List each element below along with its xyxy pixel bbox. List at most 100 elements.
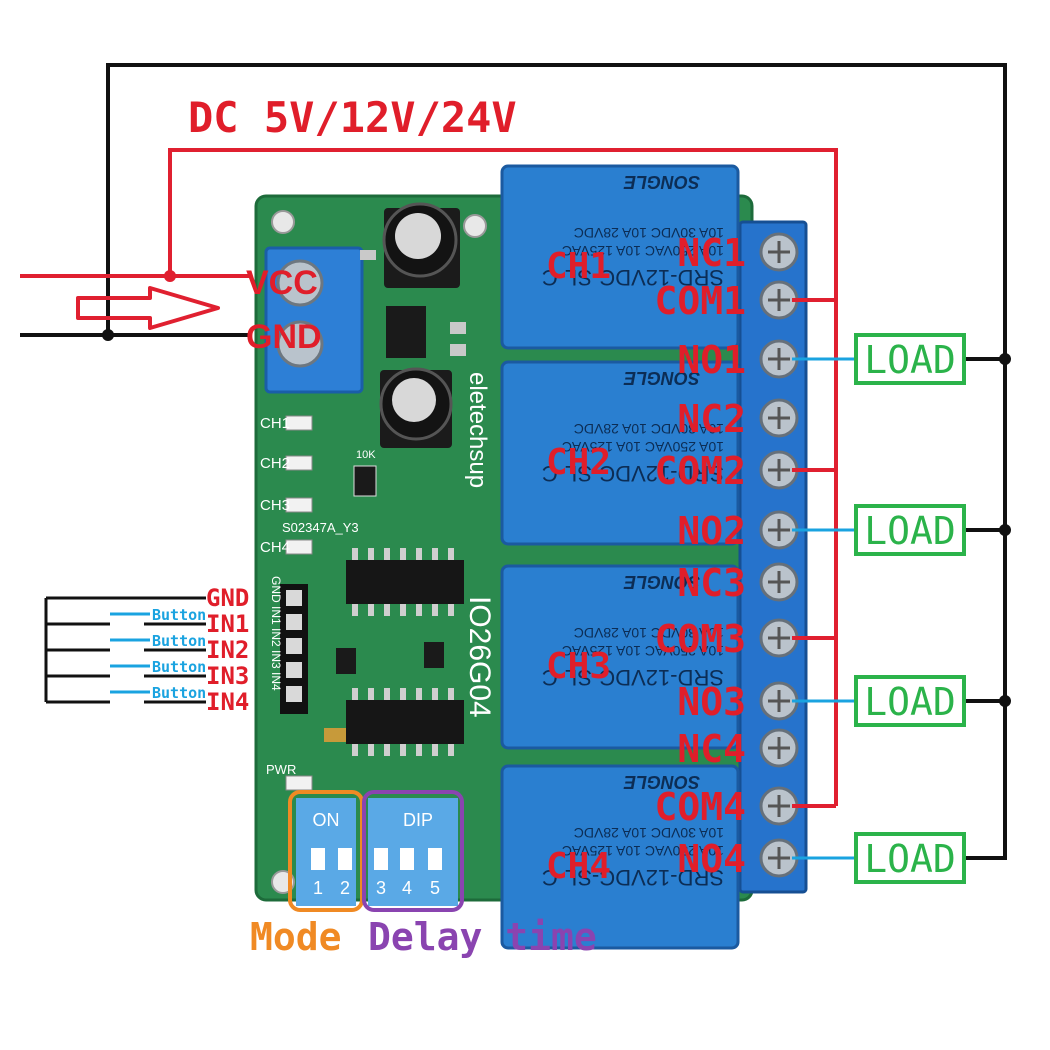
pcb-board: ON DIP 1 2 3 4 5 CH1 CH2 CH3 CH4 S02347A… — [254, 164, 808, 950]
dip-number: 1 — [313, 878, 323, 898]
junction-dot — [999, 353, 1011, 365]
relay-body — [500, 764, 740, 950]
relay-brand-print: SONGLE — [623, 172, 700, 192]
supply-rail-wire — [168, 148, 838, 806]
relay-model-print: SRD-12VDC-SL-C — [542, 265, 724, 290]
button-label: Button — [152, 632, 206, 650]
led — [285, 455, 313, 471]
silk-pwr: PWR — [266, 762, 296, 777]
led — [285, 497, 313, 513]
silk-brand: eletechsup — [464, 372, 491, 488]
mount-hole — [271, 210, 295, 234]
relay-brand-print: SONGLE — [623, 772, 700, 792]
smd-capacitor — [424, 642, 444, 668]
regulator-chip — [386, 306, 426, 358]
smd-capacitor — [324, 728, 346, 742]
relay-brand-print: SONGLE — [623, 368, 700, 388]
silk-part-number: S02347A_Y3 — [282, 520, 359, 535]
nc-label: NC1 — [677, 231, 746, 275]
smd-resistor — [353, 465, 377, 497]
silk-resistor: 10K — [356, 449, 376, 461]
black-wires — [20, 63, 1007, 860]
button-label: Button — [152, 684, 206, 702]
relay-rating-print: 10A 250VAC 10A 125VAC — [562, 439, 724, 455]
terminal-screw — [276, 320, 324, 368]
silk-model: IO26G04 — [463, 596, 496, 718]
mount-hole — [463, 214, 487, 238]
relays: SRD-12VDC-SL-C 10A 250VAC 10A 125VAC 10A 3… — [500, 164, 740, 950]
junction-dot — [999, 524, 1011, 536]
terminal-screw — [276, 259, 324, 307]
dip-lever[interactable] — [400, 848, 414, 870]
dip-lever[interactable] — [374, 848, 388, 870]
status-leds — [285, 415, 313, 791]
channel-label: CH2 — [546, 442, 611, 483]
load-box — [854, 504, 966, 556]
nc-label: NC3 — [677, 561, 746, 605]
relay-model-print: SRD-12VDC-SL-C — [542, 865, 724, 890]
com-label: COM1 — [654, 279, 746, 323]
relay-2: SRD-12VDC-SL-C 10A 250VAC 10A 125VAC 10A 3… — [500, 360, 740, 546]
power-flow-arrow — [76, 286, 220, 330]
header-pin — [286, 638, 302, 654]
mode-label: Mode — [250, 915, 342, 959]
input-pin-label: IN4 — [206, 688, 249, 716]
ground-loop-wire — [106, 63, 1007, 860]
led — [285, 539, 313, 555]
no-label: NO1 — [677, 338, 746, 382]
silk-led-label: CH4 — [260, 539, 290, 556]
supply-voltage-label: DC 5V/12V/24V — [188, 93, 517, 142]
load-label: LOAD — [864, 338, 956, 382]
relay-model-print: SRD-12VDC-SL-C — [542, 461, 724, 486]
relay-4: SRD-12VDC-SL-C 10A 250VAC 10A 125VAC 10A 3… — [500, 764, 740, 950]
led — [285, 415, 313, 431]
load-label: LOAD — [864, 680, 956, 724]
dip-lever[interactable] — [311, 848, 325, 870]
output-terminal-strip — [738, 220, 808, 894]
silk-led-label: CH3 — [260, 497, 290, 514]
dip-switch-bank: ON DIP 1 2 3 4 5 — [296, 798, 458, 906]
dip-mode-title: ON — [313, 810, 340, 830]
smd-resistor — [450, 322, 466, 334]
dip-lever[interactable] — [428, 848, 442, 870]
no-label: NO3 — [677, 680, 746, 724]
smd-resistor — [360, 250, 376, 260]
red-wires — [20, 148, 838, 808]
ic-chip — [346, 700, 464, 744]
dip-number: 4 — [402, 878, 412, 898]
relay-rating-print: 10A 250VAC 10A 125VAC — [562, 243, 724, 259]
header-pin — [286, 686, 302, 702]
relay-body — [500, 360, 740, 546]
button-label: Button — [152, 606, 206, 624]
com-label: COM2 — [654, 449, 746, 493]
load-box — [854, 675, 966, 727]
load-box — [854, 832, 966, 884]
junction-dots — [102, 329, 1011, 707]
load-label: LOAD — [864, 837, 956, 881]
output-terminal-screws — [759, 232, 799, 878]
dip-number: 5 — [430, 878, 440, 898]
header-pin — [286, 590, 302, 606]
silk-pin-labels: GND IN1 IN2 IN3 IN4 — [269, 576, 283, 691]
input-header — [280, 584, 308, 714]
button-label: Button — [152, 658, 206, 676]
relay-rating-print: 10A 250VAC 10A 125VAC — [562, 843, 724, 859]
delay-highlight-box — [362, 790, 464, 912]
relay-rating-print: 10A 250VAC 10A 125VAC — [562, 643, 724, 659]
load-label: LOAD — [864, 509, 956, 553]
relay-brand-print: SONGLE — [623, 572, 700, 592]
relay-rating-print: 10A 30VDC 10A 28VDC — [574, 421, 724, 437]
channel-label: CH4 — [546, 846, 611, 887]
input-pin-label: IN2 — [206, 636, 249, 664]
ic-chip — [346, 560, 464, 604]
no-label: NO4 — [677, 837, 746, 881]
relay-rating-print: 10A 30VDC 10A 28VDC — [574, 825, 724, 841]
dip-lever[interactable] — [338, 848, 352, 870]
ic-chips — [346, 548, 464, 756]
silk-led-label: CH2 — [260, 455, 290, 472]
